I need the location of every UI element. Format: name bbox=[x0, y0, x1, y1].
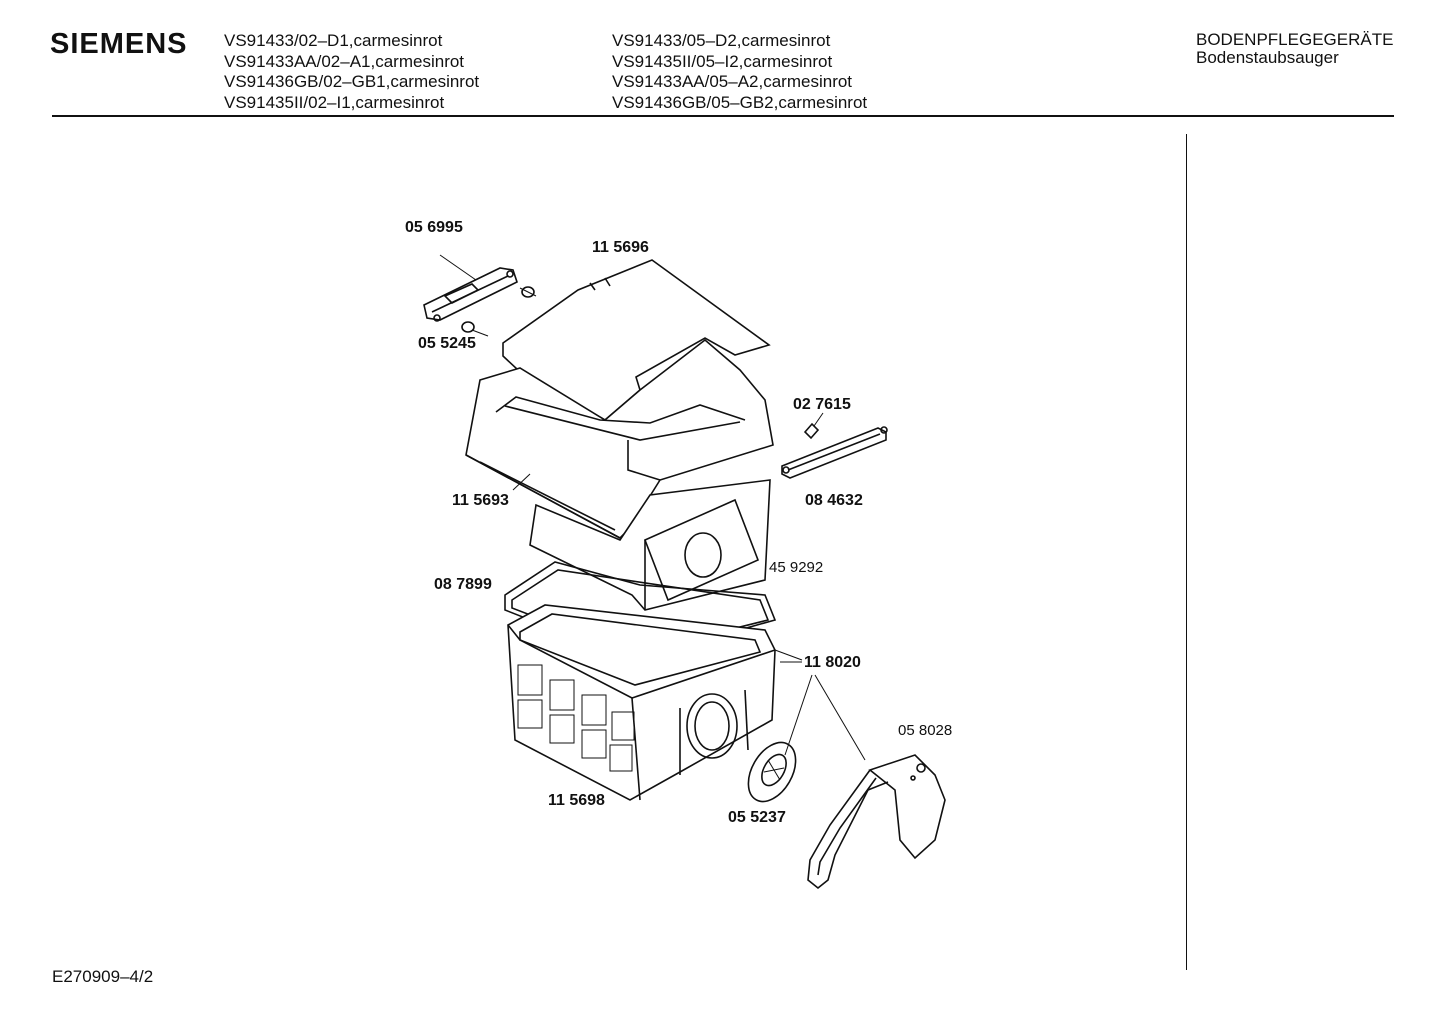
category-subtitle: Bodenstaubsauger bbox=[1196, 48, 1339, 67]
dust-bag-part bbox=[529, 479, 771, 611]
header-rule bbox=[52, 115, 1394, 117]
category-block: BODENPFLEGEGERÄTE Bodenstaubsauger bbox=[1196, 31, 1393, 67]
side-divider bbox=[1186, 134, 1187, 970]
clip-part bbox=[461, 286, 537, 337]
document-id: E270909–4/2 bbox=[52, 967, 154, 986]
part-label: 11 5693 bbox=[452, 492, 509, 509]
model-item: VS91436GB/05–GB2,carmesinrot bbox=[612, 92, 868, 112]
part-label: 05 5237 bbox=[728, 809, 786, 826]
model-item: VS91433/02–D1,carmesinrot bbox=[224, 31, 443, 50]
part-label: 08 7899 bbox=[434, 576, 492, 593]
wheel-part bbox=[747, 741, 797, 803]
part-label: 45 9292 bbox=[769, 559, 823, 576]
part-label: 05 5245 bbox=[418, 335, 476, 352]
part-label: 08 4632 bbox=[805, 492, 863, 509]
model-item: VS91435II/05–I2,carmesinrot bbox=[612, 51, 833, 71]
part-label: 11 5696 bbox=[592, 239, 649, 256]
lid-frame-part bbox=[465, 338, 774, 539]
part-label: 02 7615 bbox=[793, 396, 851, 413]
leader-lines bbox=[774, 649, 866, 761]
model-item: VS91433AA/05–A2,carmesinrot bbox=[612, 72, 853, 91]
latch-bracket-part bbox=[423, 254, 518, 322]
container-base-part bbox=[507, 604, 776, 801]
model-list-right: VS91433/05–D2,carmesinrot VS91435II/05–I… bbox=[612, 31, 867, 113]
model-item: VS91433/05–D2,carmesinrot bbox=[612, 31, 831, 50]
siemens-logo: SIEMENS bbox=[50, 28, 188, 60]
part-label: 11 5698 bbox=[548, 792, 605, 809]
model-list-left: VS91433/02–D1,carmesinrot VS91433AA/02–A… bbox=[224, 31, 479, 113]
category-title: BODENPFLEGEGERÄTE bbox=[1196, 30, 1394, 49]
handle-part bbox=[807, 754, 946, 890]
lid-panel-part bbox=[502, 259, 771, 421]
part-label: 05 6995 bbox=[405, 219, 463, 236]
model-item: VS91433AA/02–A1,carmesinrot bbox=[224, 51, 465, 71]
rail-part bbox=[781, 412, 888, 479]
model-item: VS91436GB/02–GB1,carmesinrot bbox=[224, 72, 480, 91]
part-label: 11 8020 bbox=[804, 654, 861, 671]
model-item: VS91435II/02–I1,carmesinrot bbox=[224, 92, 445, 112]
part-label: 05 8028 bbox=[898, 722, 952, 739]
